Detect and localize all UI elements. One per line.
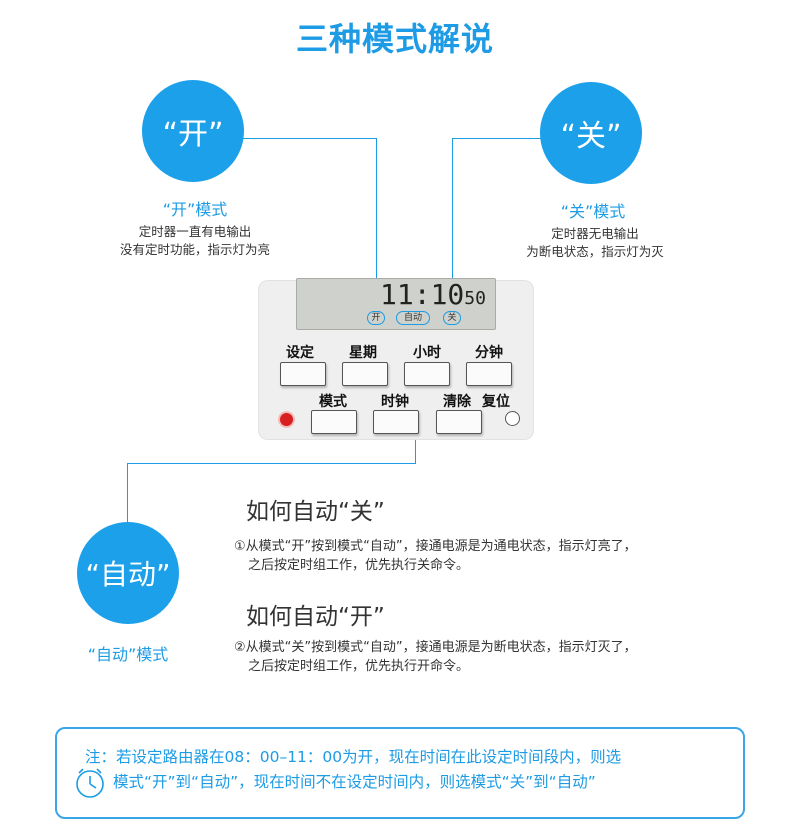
reset-button[interactable] xyxy=(505,411,520,426)
on-mode-circle-text: “开” xyxy=(162,117,224,152)
lcd-indicator-off: 关 xyxy=(443,311,461,325)
note-line-2: 模式“开”到“自动”，现在时间不在设定时间内，则选模式“关”到“自动” xyxy=(113,773,596,791)
clear-button[interactable] xyxy=(436,410,482,434)
mode-button-label: 模式 xyxy=(319,394,347,410)
note-box xyxy=(55,727,745,819)
off-mode-desc-1: 定时器无电输出 xyxy=(551,226,639,241)
off-mode-circle: “关” xyxy=(540,82,642,184)
connector-auto-h xyxy=(127,463,416,464)
auto-on-step-2: 之后按定时组工作，优先执行开命令。 xyxy=(248,659,470,674)
reset-button-label: 复位 xyxy=(482,394,510,410)
lcd-time: 11:1050 xyxy=(380,278,486,311)
set-button[interactable] xyxy=(280,362,326,386)
auto-on-heading: 如何自动“开” xyxy=(246,604,385,630)
auto-on-step-1: ②从模式“关”按到模式“自动”，接通电源是为断电状态，指示灯灭了， xyxy=(234,640,637,655)
indicator-led xyxy=(280,413,293,426)
clock-button-label: 时钟 xyxy=(381,394,409,410)
lcd-time-main: 11:10 xyxy=(380,278,465,311)
lcd-time-seconds: 50 xyxy=(464,288,486,309)
clear-button-label: 清除 xyxy=(443,394,471,410)
clock-icon xyxy=(74,767,106,799)
on-mode-label: “开”模式 xyxy=(162,200,228,219)
auto-off-heading: 如何自动“关” xyxy=(246,499,385,525)
auto-mode-circle: “自动” xyxy=(77,522,179,624)
auto-off-step-2: 之后按定时组工作，优先执行关命令。 xyxy=(248,558,470,573)
connector-on-v xyxy=(376,138,377,308)
page-title: 三种模式解说 xyxy=(295,20,494,58)
connector-auto-v2 xyxy=(127,463,128,523)
minute-button-label: 分钟 xyxy=(475,345,503,361)
week-button[interactable] xyxy=(342,362,388,386)
off-mode-desc-2: 为断电状态，指示灯为灭 xyxy=(526,244,664,259)
auto-off-step-1: ①从模式“开”按到模式“自动”，接通电源是为通电状态，指示灯亮了， xyxy=(234,539,637,554)
on-mode-desc-2: 没有定时功能，指示灯为亮 xyxy=(119,242,270,257)
hour-button[interactable] xyxy=(404,362,450,386)
connector-off-v xyxy=(452,138,453,308)
off-mode-label: “关”模式 xyxy=(560,202,626,221)
week-button-label: 星期 xyxy=(349,345,377,361)
lcd-indicator-auto: 自动 xyxy=(396,311,430,325)
off-mode-circle-text: “关” xyxy=(560,119,622,154)
auto-mode-label: “自动”模式 xyxy=(87,645,169,664)
connector-on-h xyxy=(242,138,377,139)
auto-mode-circle-text: “自动” xyxy=(85,558,171,591)
minute-button[interactable] xyxy=(466,362,512,386)
on-mode-circle: “开” xyxy=(142,80,244,182)
clock-button[interactable] xyxy=(373,410,419,434)
connector-off-h xyxy=(452,138,548,139)
note-line-1: 注：若设定路由器在08：00–11：00为开，现在时间在此设定时间段内，则选 xyxy=(85,748,622,766)
mode-button[interactable] xyxy=(311,410,357,434)
lcd-indicator-on: 开 xyxy=(367,311,385,325)
hour-button-label: 小时 xyxy=(413,345,441,361)
on-mode-desc-1: 定时器一直有电输出 xyxy=(138,224,252,239)
set-button-label: 设定 xyxy=(286,345,314,361)
